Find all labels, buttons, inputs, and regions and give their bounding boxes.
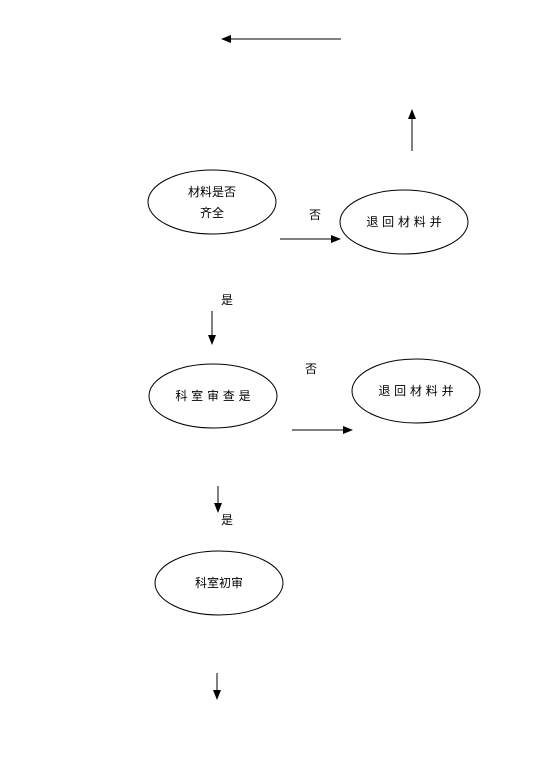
node-review-shape — [148, 363, 278, 429]
edge-label-no-1: 否 — [309, 208, 321, 222]
node-review: 科 室 审 查 是 — [148, 363, 278, 429]
node-return-2-shape — [351, 358, 481, 424]
node-initial-review: 科室初审 — [154, 550, 284, 616]
edge-label-no-2: 否 — [305, 362, 317, 376]
edge-label-yes-1: 是 — [221, 293, 233, 307]
edge-label-yes-2: 是 — [221, 513, 233, 527]
node-return-2-label: 退 回 材 料 并 — [378, 384, 453, 398]
node-check-complete-line-2: 齐全 — [200, 205, 224, 220]
node-check-complete-shape — [147, 169, 277, 235]
node-return-1: 退 回 材 料 并 — [339, 189, 469, 255]
node-review-label: 科 室 审 查 是 — [175, 388, 250, 403]
node-initial-review-label: 科室初审 — [195, 575, 243, 590]
node-return-2: 退 回 材 料 并 — [351, 358, 481, 424]
node-return-1-shape — [339, 189, 469, 255]
node-check-complete: 材料是否 齐全 — [147, 169, 277, 235]
node-return-1-label: 退 回 材 料 并 — [366, 215, 441, 229]
node-initial-review-shape — [154, 550, 284, 616]
node-check-complete-line-1: 材料是否 — [188, 185, 236, 199]
